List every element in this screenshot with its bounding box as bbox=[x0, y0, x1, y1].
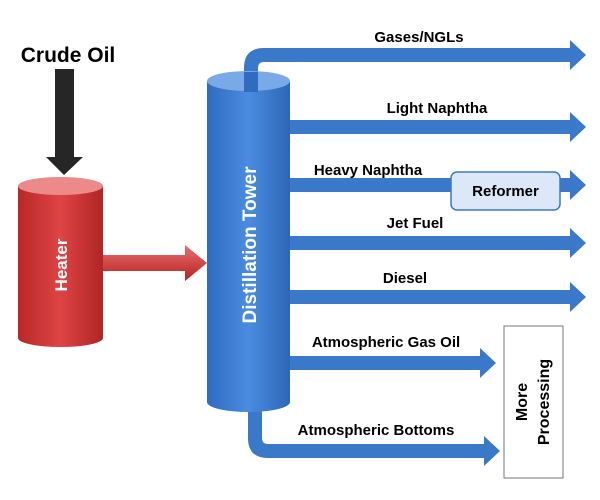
crude-oil-arrow bbox=[46, 69, 83, 175]
heater-to-tower-arrow bbox=[103, 245, 207, 281]
arrow-diesel bbox=[290, 282, 586, 312]
reformer-box: Reformer bbox=[450, 171, 561, 211]
arrow-gases bbox=[244, 40, 586, 92]
arrow-light-naphtha bbox=[290, 112, 586, 142]
label-jet-fuel: Jet Fuel bbox=[387, 215, 444, 232]
heater-vessel: Heater bbox=[18, 177, 103, 347]
arrow-jet-fuel bbox=[290, 228, 586, 258]
more-processing-box: More Processing bbox=[503, 325, 564, 479]
more-processing-line1: More bbox=[514, 383, 531, 421]
label-ago: Atmospheric Gas Oil bbox=[312, 334, 460, 351]
label-light-naphtha: Light Naphtha bbox=[387, 100, 488, 117]
label-bottoms: Atmospheric Bottoms bbox=[298, 422, 455, 439]
reformer-label: Reformer bbox=[472, 183, 539, 200]
distillation-tower: Distillation Tower bbox=[207, 71, 290, 412]
arrow-heavy-naphtha bbox=[290, 178, 452, 192]
arrow-bottoms bbox=[248, 405, 500, 466]
product-arrows bbox=[244, 40, 586, 466]
arrow-reformer-out bbox=[560, 170, 586, 200]
more-processing-line2: Processing bbox=[536, 359, 553, 445]
label-diesel: Diesel bbox=[383, 270, 427, 287]
crude-oil-label: Crude Oil bbox=[21, 44, 116, 67]
arrow-ago bbox=[290, 348, 496, 378]
label-gases: Gases/NGLs bbox=[374, 29, 463, 46]
heater-label: Heater bbox=[52, 238, 71, 291]
tower-label: Distillation Tower bbox=[240, 166, 261, 324]
label-heavy-naphtha: Heavy Naphtha bbox=[314, 162, 423, 179]
